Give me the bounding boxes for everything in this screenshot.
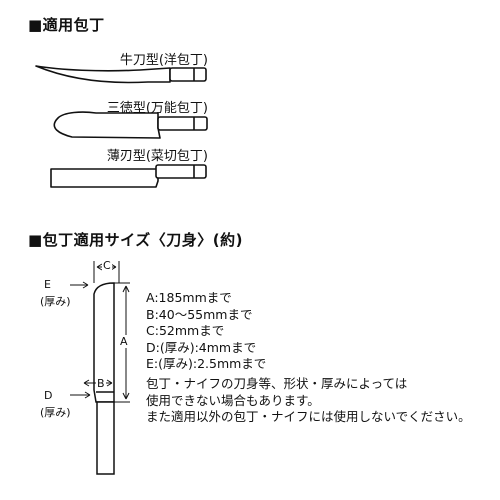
note-line-1: 包丁・ナイフの刀身等、形状・厚みによっては <box>146 376 408 391</box>
thickness-label-e: (厚み) <box>40 295 71 308</box>
spec-c: C:52mmまで <box>146 323 225 338</box>
spec-e: E:(厚み):2.5mmまで <box>146 356 267 371</box>
knife-label-nakiri: 薄刃型(菜切包丁) <box>106 149 208 164</box>
section-title-applicable-knives: ■適用包丁 <box>28 16 105 34</box>
section-title-applicable-size: ■包丁適用サイズ〈刀身〉(約) <box>28 231 243 249</box>
santoku-knife-icon <box>53 111 208 139</box>
spec-b: B:40～55mmまで <box>146 306 253 322</box>
size-spec-list: A:185mmまで B:40～55mmまで C:52mmまで D:(厚み):4m… <box>146 290 266 373</box>
usage-notes: 包丁・ナイフの刀身等、形状・厚みによっては 使用できない場合もあります。 また適… <box>146 376 471 426</box>
nakiri-knife-icon <box>50 164 207 188</box>
dimension-label-a: A <box>119 335 129 348</box>
note-line-3: また適用以外の包丁・ナイフには使用しないでください。 <box>146 409 471 424</box>
dimension-label-b: B <box>96 377 106 390</box>
thickness-label-d: (厚み) <box>40 406 71 419</box>
dimension-label-d: D <box>44 389 53 402</box>
note-line-2: 使用できない場合もあります。 <box>146 392 320 408</box>
dimension-label-c: C <box>102 259 112 272</box>
dimension-label-e: E <box>44 278 51 291</box>
spec-a: A:185mmまで <box>146 290 232 305</box>
knife-label-gyuto: 牛刀型(洋包丁) <box>119 53 208 68</box>
handle-outline <box>96 401 115 475</box>
spec-d: D:(厚み):4mmまで <box>146 339 257 355</box>
gyuto-knife-icon <box>35 65 207 84</box>
